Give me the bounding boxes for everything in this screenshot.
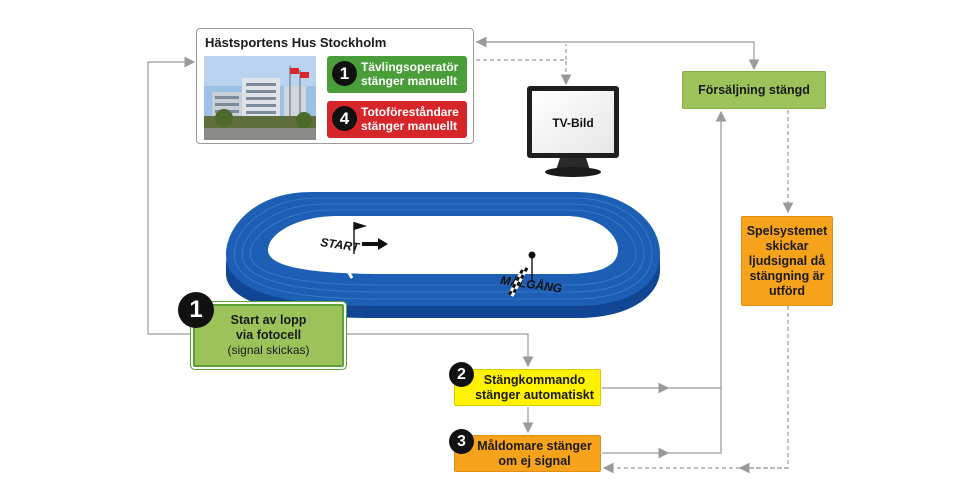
race-start-line1: Start av lopp [230,313,307,327]
close-command-text: Stängkommando stänger automatiskt [475,372,594,402]
judge-box: Måldomare stänger om ej signal [454,435,601,472]
hq-panel: Hästsportens Hus Stockholm 1 Tävlings [196,28,474,144]
sale-closed-text: Försäljning stängd [698,82,810,97]
operator-close-text: Tävlingsoperatör stänger manuellt [361,60,459,88]
race-track: START MÅLGÅNG [226,192,660,318]
building-photo [204,56,316,140]
toto-close-badge: 4 Totoföreståndare stänger manuellt [327,101,467,138]
start-label: START [320,235,362,255]
close-command-box: Stängkommando stänger automatiskt [454,369,601,406]
operator-close-badge: 1 Tävlingsoperatör stänger manuellt [327,56,467,93]
step-number: 1 [178,292,214,328]
tv-icon: TV-Bild [527,86,619,177]
judge-text: Måldomare stänger om ej signal [477,438,592,468]
step-number: 2 [449,362,474,387]
race-start-line2: via fotocell [235,328,302,342]
toto-close-text: Totoföreståndare stänger manuellt [361,105,459,133]
step-number: 4 [332,106,357,131]
sale-closed-box: Försäljning stängd [682,71,826,109]
game-system-text: Spelsystemet skickar ljudsignal då stäng… [746,223,828,298]
step-number: 1 [332,61,357,86]
tv-label: TV-Bild [552,116,593,130]
race-start-box: Start av lopp via fotocell (signal skick… [193,304,344,367]
hq-title: Hästsportens Hus Stockholm [205,35,387,50]
step-number: 3 [449,429,474,454]
race-start-line3: (signal skickas) [227,343,310,357]
game-system-box: Spelsystemet skickar ljudsignal då stäng… [741,216,833,306]
